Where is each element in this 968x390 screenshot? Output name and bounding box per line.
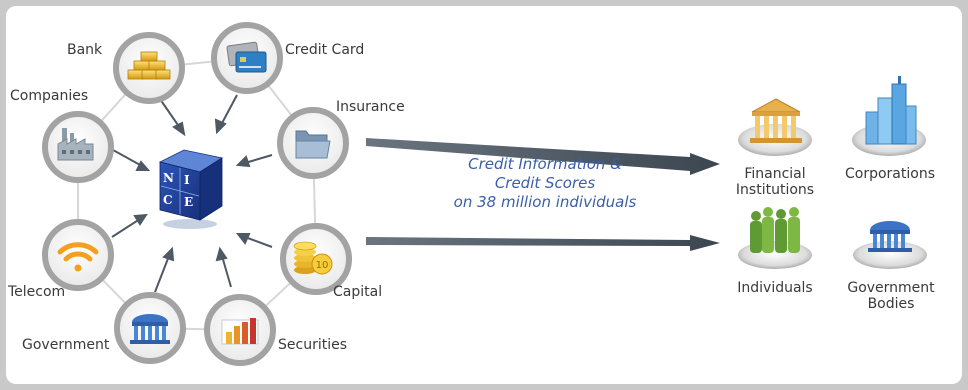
wifi-icon [57,242,99,272]
flow-text-line-1: Credit Information & [468,155,622,173]
cube-shadow [163,219,217,229]
arrow-securities [221,255,232,288]
outbound-arrow-top [366,138,720,175]
arrow-insurance [244,154,273,164]
arrow-government [154,255,170,293]
source-node-bank [113,32,185,104]
label-insurance: Insurance [336,99,405,115]
people-icon [750,207,800,253]
source-node-telecom [42,219,114,291]
bar-chart-icon [221,318,259,345]
bank-building-icon [750,98,802,143]
credit-card-icon [226,41,267,73]
government-building-icon [130,314,170,344]
label-securities: Securities [278,337,348,353]
label-capital: Capital [333,284,383,300]
label-bank: Bank [67,42,103,58]
flow-text-line-3: on 38 million individuals [453,193,637,211]
folder-icon [295,130,331,159]
source-node-insurance [277,107,349,179]
arrow-telecom [111,218,141,238]
arrow-companies [112,149,143,167]
recipient-node-government-bodies [853,221,927,269]
cube-letter-e: E [184,195,194,209]
label-individuals: Individuals [737,280,813,296]
recipient-node-financial-institutions [738,98,812,156]
coins-icon: 10 [293,241,333,275]
inbound-arrows [111,94,273,293]
label-companies: Companies [10,88,89,104]
arrow-bank [159,98,181,129]
label-telecom: Telecom [8,284,66,300]
factory-icon [57,128,94,161]
label-government-bodies: Government Bodies [847,280,935,312]
cube-letter-c: C [163,193,173,207]
recipient-node-corporations [852,76,926,156]
outbound-arrow-bottom [366,235,720,251]
source-node-government [114,292,186,364]
source-node-credit-card [211,22,283,94]
nice-cube-logo [158,149,224,229]
flow-description: Credit Information & Credit Scores on 38… [420,155,670,212]
label-financial-institutions: Financial Institutions [735,166,815,198]
source-node-securities [204,294,276,366]
cube-letter-i: I [184,173,190,187]
source-node-companies [42,111,114,183]
gold-bars-icon [127,51,171,80]
capitol-building-icon [868,221,912,252]
label-credit-card: Credit Card [285,42,365,58]
cube-letter-n: N [163,171,174,185]
label-government: Government [22,337,110,353]
recipient-node-individuals [738,207,812,269]
source-node-capital: 10 [280,223,352,295]
label-corporations: Corporations [845,166,935,182]
cube-letters: N I C E [160,168,200,216]
skyscrapers-icon [865,76,917,145]
flow-text-line-2: Credit Scores [494,174,596,192]
svg-text:10: 10 [316,260,329,271]
arrow-capital [244,236,273,248]
arrow-credit-card [220,94,238,126]
